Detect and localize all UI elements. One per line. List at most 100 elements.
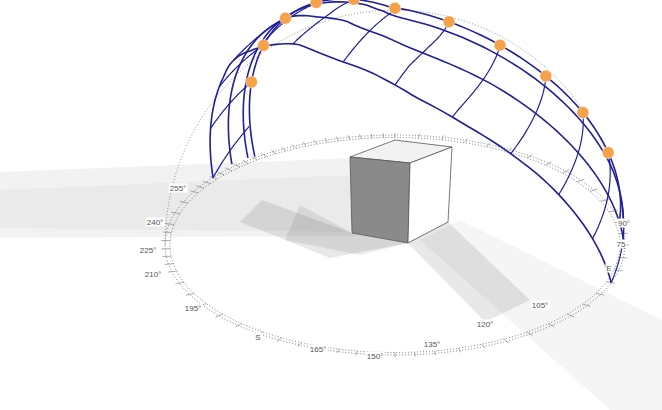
degree-label: 150° — [366, 352, 385, 361]
compass-tick — [356, 351, 358, 355]
degree-label: 225° — [139, 246, 158, 255]
compass-tick — [395, 353, 396, 358]
compass-tick — [292, 144, 296, 148]
cube-shadow — [420, 220, 662, 410]
sun-position — [279, 12, 291, 24]
compass-tick — [277, 338, 282, 342]
degree-label: E — [605, 264, 612, 273]
compass-tick — [171, 212, 180, 213]
hour-line — [452, 46, 500, 117]
hour-line — [511, 77, 546, 153]
compass-tick — [165, 263, 174, 265]
sun-position — [310, 0, 322, 8]
sun-position — [246, 76, 258, 88]
degree-label: S — [254, 333, 261, 342]
compass-tick — [562, 170, 569, 173]
compass-tick — [243, 160, 249, 163]
hour-line — [233, 19, 284, 61]
sun-position — [443, 16, 455, 28]
degree-label: 90° — [617, 219, 631, 228]
sun-path-arc — [210, 44, 611, 283]
compass-tick — [548, 324, 554, 327]
compass-tick — [225, 168, 232, 171]
hour-line — [211, 83, 251, 129]
compass-tick — [434, 351, 436, 355]
compass-tick — [527, 154, 532, 158]
compass-tick — [414, 352, 416, 356]
degree-label: 120° — [476, 320, 495, 329]
degree-label: 210° — [144, 270, 163, 279]
compass-tick — [487, 143, 491, 147]
compass-tick — [234, 164, 240, 167]
compass-tick — [161, 248, 170, 249]
sun-position — [602, 147, 614, 159]
compass-tick — [504, 339, 508, 343]
sun-position — [577, 107, 589, 119]
hour-line — [293, 0, 353, 44]
compass-tick — [235, 324, 241, 327]
degree-label: 135° — [423, 340, 442, 349]
compass-tick — [252, 156, 258, 160]
hour-line — [213, 126, 249, 177]
cube-front — [350, 157, 410, 243]
hour-line — [395, 23, 449, 85]
dome-outline — [165, 10, 625, 245]
compass-tick — [165, 223, 174, 225]
hour-line — [593, 154, 611, 239]
compass-tick — [337, 349, 339, 353]
compass-tick — [180, 201, 188, 203]
compass-tick — [217, 172, 224, 175]
sun-position — [540, 70, 552, 82]
compass-tick — [163, 231, 172, 233]
degree-label: 240° — [146, 218, 165, 227]
compass-tick — [360, 134, 361, 138]
compass-tick — [583, 304, 591, 306]
compass-tick — [383, 133, 384, 137]
compass-tick — [567, 314, 574, 317]
sun-position — [494, 39, 506, 51]
hour-line — [559, 114, 584, 195]
sun-position — [389, 2, 401, 14]
compass-tick — [161, 240, 170, 241]
compass-tick — [418, 134, 420, 138]
degree-label: 195° — [184, 304, 203, 313]
compass-tick — [203, 181, 210, 184]
compass-tick — [371, 134, 373, 138]
compass-tick — [271, 150, 276, 154]
compass-tick — [186, 293, 194, 295]
compass-tick — [546, 162, 552, 165]
compass-tick — [590, 189, 598, 191]
compass-tick — [596, 293, 604, 295]
compass-tick — [458, 348, 461, 352]
compass-tick — [196, 186, 204, 188]
compass-tick — [303, 142, 307, 146]
compass-tick — [348, 135, 350, 139]
sun-position — [257, 39, 269, 51]
compass-tick — [395, 133, 396, 138]
compass-tick — [261, 153, 266, 157]
cube-side — [408, 147, 452, 243]
compass-tick — [168, 271, 177, 272]
sun-position — [348, 0, 360, 5]
compass-tick — [216, 314, 223, 317]
compass-tick — [527, 332, 532, 336]
compass-tick — [162, 256, 171, 257]
hour-line — [343, 9, 395, 62]
compass-tick — [297, 343, 301, 347]
degree-label: 255° — [169, 184, 188, 193]
compass-tick — [314, 140, 317, 144]
degree-label: 105° — [531, 301, 550, 310]
compass-tick — [281, 147, 285, 151]
compass-ring — [170, 138, 620, 353]
compass-tick — [442, 135, 444, 139]
compass-tick — [325, 138, 328, 142]
degree-label: 165° — [309, 345, 328, 354]
compass-tick — [465, 138, 468, 142]
compass-tick — [482, 344, 485, 348]
degree-label: 75 — [616, 240, 627, 249]
compass-tick — [336, 137, 338, 141]
compass-ring — [165, 135, 625, 355]
sun-path-arc — [228, 16, 624, 249]
